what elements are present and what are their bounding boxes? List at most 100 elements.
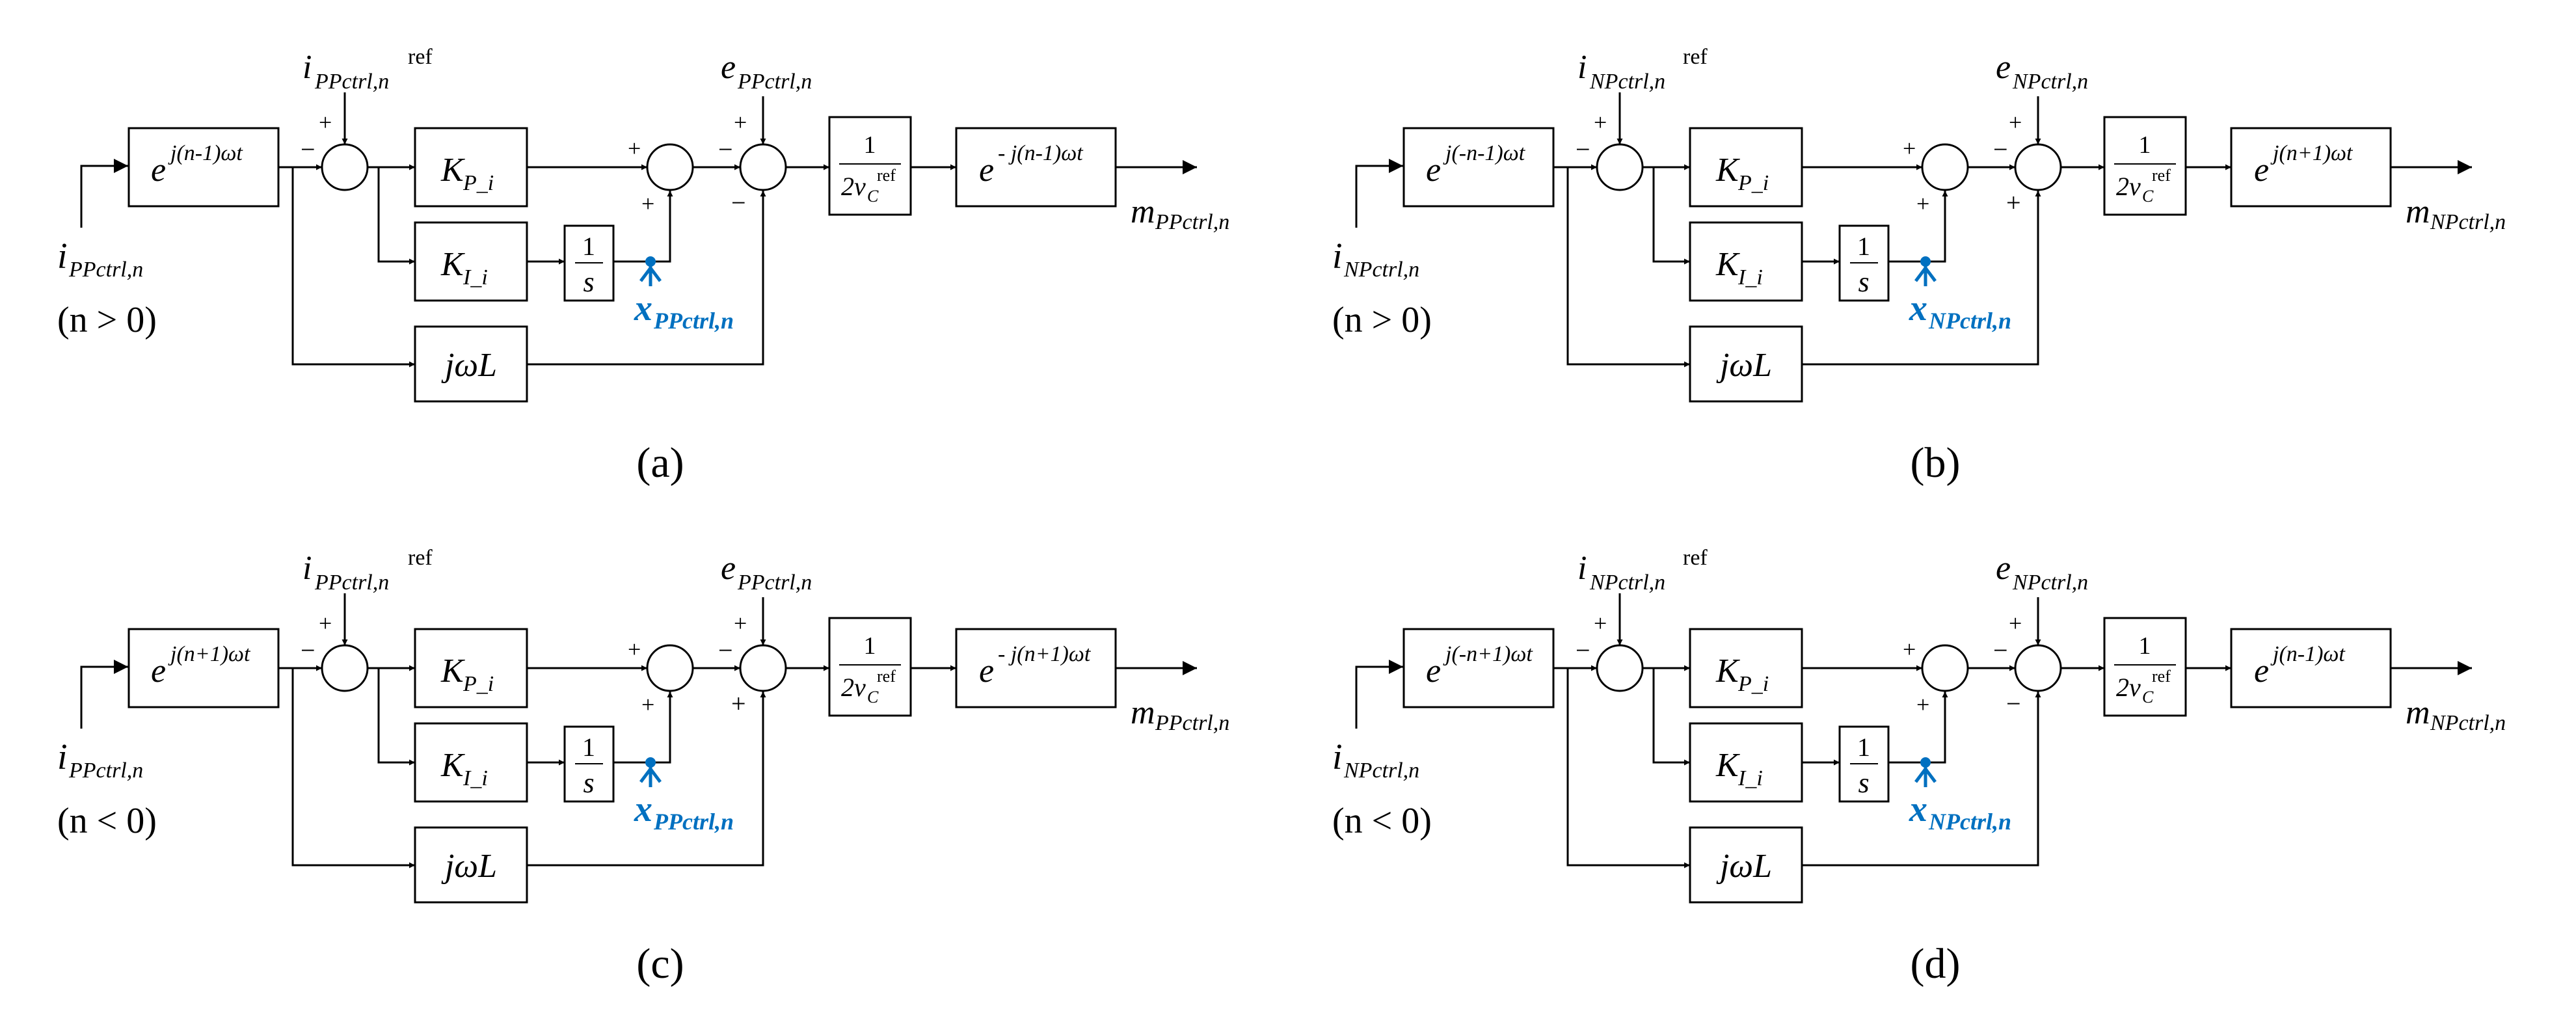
gain-denominator-subscript: C	[2142, 187, 2154, 206]
input-rotation-base: e	[1426, 152, 1441, 189]
disturbance-var: e	[721, 550, 736, 587]
sign-s1-top: +	[319, 109, 332, 135]
input-condition: (n > 0)	[57, 300, 157, 340]
decoupling-label: jωL	[441, 848, 497, 885]
probe-point-marker	[639, 757, 662, 787]
probe-var: x	[634, 288, 652, 329]
gain-denominator-subscript: C	[2142, 688, 2154, 706]
integrator-denominator: s	[583, 767, 594, 799]
output-rotation-exponent: - j(n-1)ωt	[998, 141, 1084, 165]
panel-a: e j(n-1)ωt − + i PPctrl,n ref K P_i K	[57, 45, 1229, 487]
input-rotation-block	[127, 127, 280, 208]
probe-subscript: NPctrl,n	[1928, 809, 2011, 835]
reference-subscript: PPctrl,n	[314, 571, 389, 595]
probe-subscript: NPctrl,n	[1928, 308, 2011, 334]
output-rotation-block	[955, 127, 1117, 208]
kp-var: K	[1715, 652, 1740, 690]
output-rotation-exponent: j(n-1)ωt	[2270, 642, 2346, 666]
kp-subscript: P_i	[463, 171, 494, 195]
sign-s3-top: +	[734, 610, 747, 636]
output-var: m	[1131, 694, 1155, 731]
ki-var: K	[440, 246, 465, 283]
output-rotation-base: e	[2254, 152, 2269, 189]
sign-s3-left: −	[718, 135, 733, 164]
kp-subscript: P_i	[1737, 672, 1769, 696]
kp-subscript: P_i	[463, 672, 494, 696]
panel-d: e j(-n+1)ωt − + i NPctrl,n ref K P_i K	[1332, 546, 2506, 988]
disturbance-subscript: NPctrl,n	[2012, 70, 2088, 94]
decoupling-block	[1689, 325, 1803, 403]
ki-subscript: I_i	[463, 766, 488, 790]
input-line	[80, 660, 128, 729]
reference-superscript: ref	[1683, 546, 1708, 570]
input-rotation-base: e	[151, 152, 166, 189]
input-condition: (n > 0)	[1332, 300, 1432, 340]
reference-superscript: ref	[1683, 45, 1708, 69]
integrator-denominator: s	[1858, 266, 1869, 298]
kp-block	[1689, 628, 1803, 708]
sign-s2-left: +	[628, 636, 641, 662]
sign-s2-left: +	[1903, 636, 1916, 662]
probe-var: x	[1909, 288, 1927, 329]
output-var: m	[2406, 694, 2430, 731]
sign-s3-top: +	[2009, 109, 2022, 135]
sign-s3-left: −	[1993, 636, 2008, 665]
ki-block	[414, 722, 528, 803]
decoupling-label: jωL	[1716, 848, 1772, 885]
sign-s3-bottom: +	[731, 689, 746, 718]
probe-point-marker	[639, 256, 662, 286]
reference-var: i	[302, 550, 312, 587]
gain-numerator: 1	[2139, 131, 2151, 159]
probe-point-marker	[1914, 757, 1937, 787]
probe-point-marker	[1914, 256, 1937, 286]
gain-denominator-superscript: ref	[2152, 667, 2171, 686]
gain-numerator: 1	[2139, 632, 2151, 660]
gain-block	[2103, 617, 2187, 717]
gain-block	[2103, 116, 2187, 216]
summing-junction-1	[321, 644, 369, 692]
sign-s2-left: +	[1903, 135, 1916, 161]
output-subscript: NPctrl,n	[2430, 711, 2506, 735]
sign-s2-bottom: +	[1916, 692, 1929, 718]
probe-subscript: PPctrl,n	[653, 809, 734, 835]
integrator-numerator: 1	[1857, 232, 1870, 261]
output-subscript: PPctrl,n	[1155, 711, 1229, 735]
reference-var: i	[302, 49, 312, 86]
panel-label: (c)	[636, 940, 684, 988]
ki-var: K	[440, 747, 465, 784]
gain-numerator: 1	[864, 632, 876, 660]
input-var: i	[1332, 737, 1343, 777]
sign-s1-left: −	[301, 135, 315, 164]
summing-junction-3	[739, 143, 787, 191]
disturbance-subscript: PPctrl,n	[737, 571, 812, 595]
reference-superscript: ref	[408, 45, 433, 69]
sign-s1-top: +	[1594, 610, 1607, 636]
input-line	[1355, 660, 1403, 729]
panel-c: e j(n+1)ωt − + i PPctrl,n ref K P_i K	[57, 546, 1229, 988]
kp-block	[1689, 127, 1803, 208]
input-rotation-exponent: j(-n-1)ωt	[1443, 141, 1526, 165]
summing-junction-1	[1596, 644, 1644, 692]
ki-var: K	[1715, 747, 1740, 784]
output-var: m	[1131, 193, 1155, 230]
output-rotation-base: e	[2254, 652, 2269, 690]
reference-subscript: NPctrl,n	[1589, 571, 1665, 595]
integrator-denominator: s	[583, 266, 594, 298]
sign-s3-left: −	[1993, 135, 2008, 164]
input-subscript: NPctrl,n	[1343, 258, 1419, 282]
output-rotation-block	[2230, 127, 2392, 208]
integrator-denominator: s	[1858, 767, 1869, 799]
input-rotation-block	[127, 628, 280, 708]
gain-denominator: 2v	[2116, 172, 2141, 201]
sign-s2-bottom: +	[641, 191, 654, 217]
output-rotation-base: e	[979, 152, 994, 189]
input-subscript: PPctrl,n	[68, 759, 143, 783]
reference-subscript: PPctrl,n	[314, 70, 389, 94]
integrator-numerator: 1	[582, 232, 595, 261]
output-rotation-base: e	[979, 652, 994, 690]
input-line	[1355, 159, 1403, 228]
decoupling-block	[414, 826, 528, 904]
summing-junction-3	[2014, 143, 2062, 191]
summing-junction-1	[1596, 143, 1644, 191]
